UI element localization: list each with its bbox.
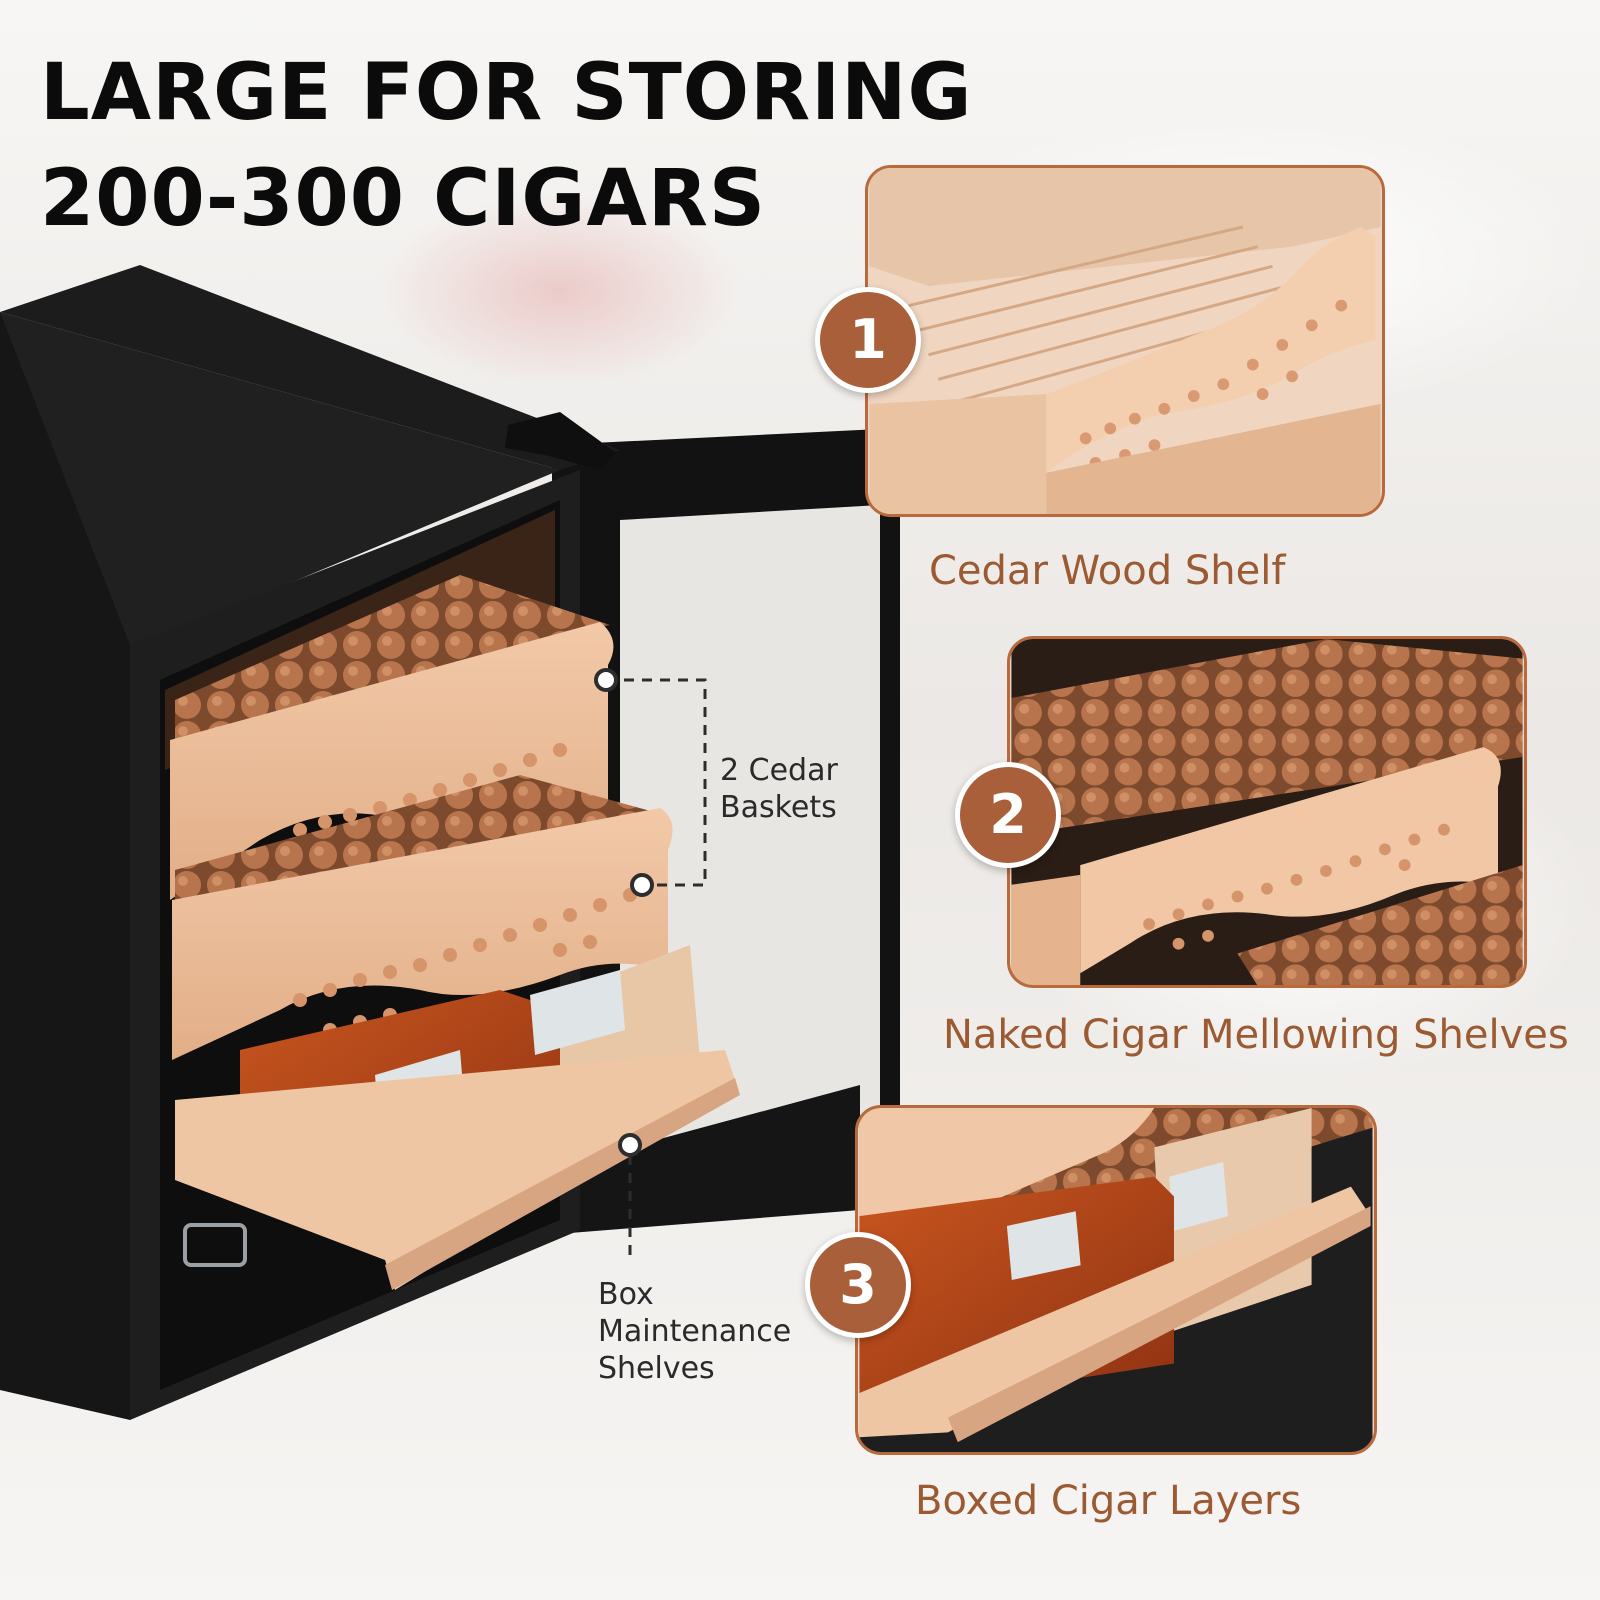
boxed-layers-image — [859, 1108, 1373, 1452]
drip-tray — [183, 1223, 247, 1267]
baskets-callout: 2 Cedar Baskets — [720, 752, 838, 826]
feature-caption-3: Boxed Cigar Layers — [915, 1478, 1302, 1524]
cabinet-side — [0, 312, 130, 1420]
box-shelves-callout-line-3: Shelves — [598, 1351, 715, 1386]
feature-panel-boxed-layers — [855, 1105, 1377, 1455]
feature-badge-3: 3 — [805, 1232, 911, 1338]
feature-badge-1: 1 — [815, 287, 921, 393]
feature-caption-1: Cedar Wood Shelf — [929, 548, 1286, 594]
door-handle — [505, 412, 615, 470]
box-shelves-callout: Box Maintenance Shelves — [598, 1276, 791, 1387]
baskets-callout-line-1: 2 Cedar — [720, 753, 838, 788]
baskets-callout-line-2: Baskets — [720, 790, 837, 825]
headline: LARGE FOR STORING 200-300 CIGARS — [40, 40, 972, 252]
feature-panel-mellowing-shelves — [1007, 636, 1527, 988]
callout-dots — [594, 668, 654, 1157]
cabinet-top — [0, 265, 620, 470]
callout-lines — [606, 678, 707, 1255]
headline-line-2: 200-300 CIGARS — [40, 154, 767, 244]
cedar-shelf-image — [869, 168, 1381, 514]
bottom-box-shelf — [175, 945, 740, 1290]
feature-panel-cedar-shelf — [865, 165, 1385, 517]
mellowing-shelves-image — [1011, 639, 1523, 985]
headline-line-1: LARGE FOR STORING — [40, 48, 973, 138]
box-shelves-callout-line-1: Box — [598, 1277, 654, 1312]
feature-caption-2: Naked Cigar Mellowing Shelves — [943, 1012, 1569, 1058]
box-shelves-callout-line-2: Maintenance — [598, 1314, 792, 1349]
feature-badge-2: 2 — [955, 762, 1061, 868]
